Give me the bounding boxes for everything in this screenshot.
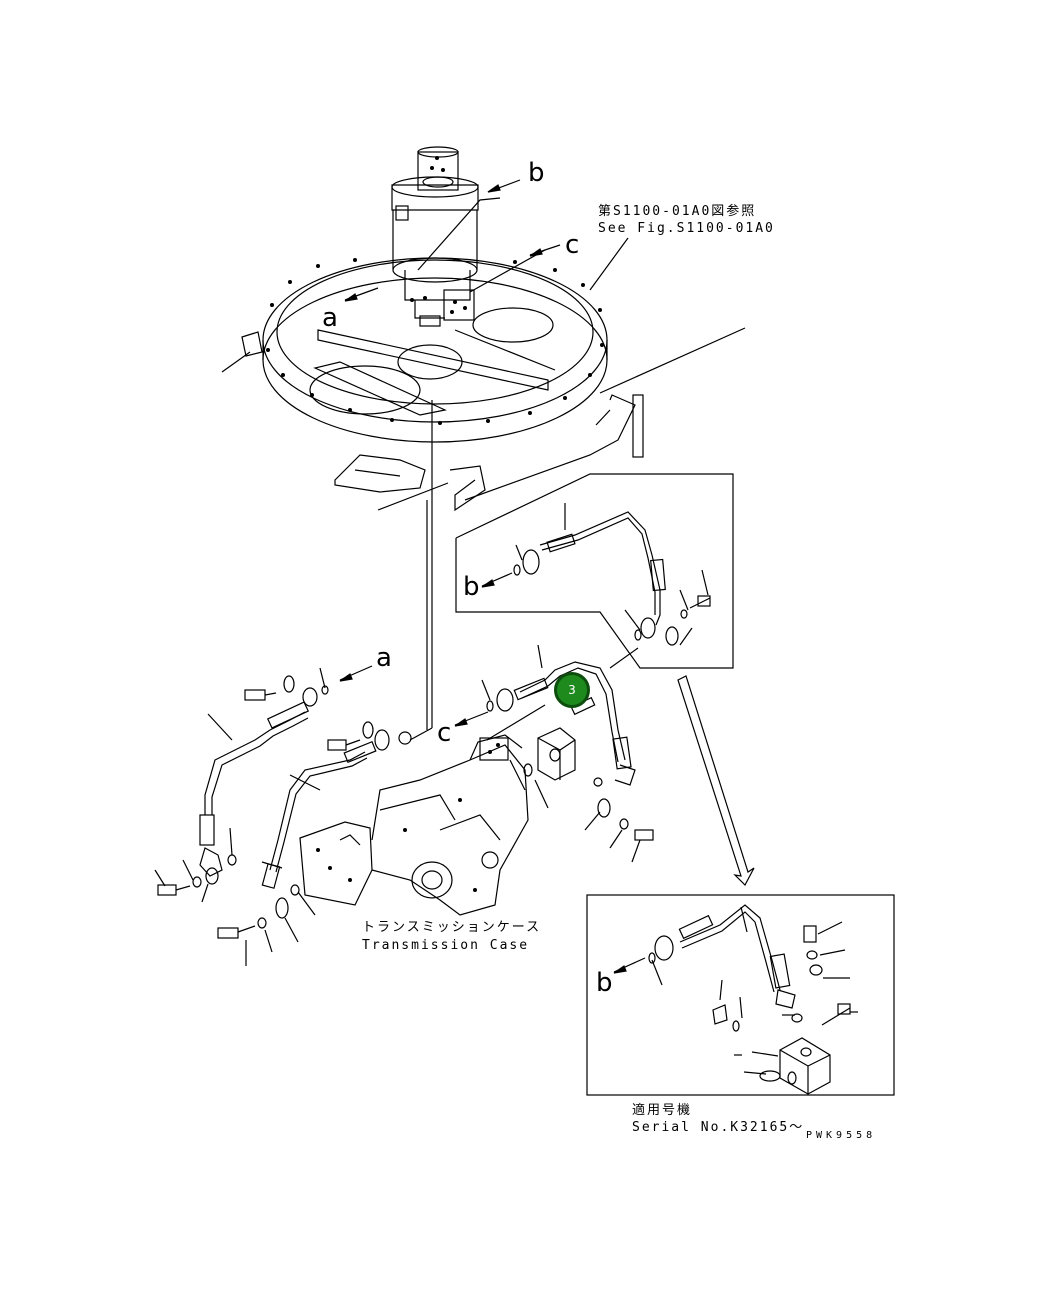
ring-brackets xyxy=(334,327,746,512)
turntable-ring xyxy=(221,257,608,443)
valve-block xyxy=(486,696,603,809)
serial-en: Serial No.K32165～ xyxy=(632,1120,805,1135)
detail-box-2 xyxy=(586,894,895,1096)
arrow-label-a-mid: a xyxy=(376,643,392,673)
small-hardware xyxy=(154,798,654,966)
ref-note-en: See Fig.S1100-01A0 xyxy=(598,221,775,236)
hose-middle xyxy=(261,721,412,889)
transmission-case-en: Transmission Case xyxy=(362,938,530,953)
swivel-joint xyxy=(391,146,479,327)
hose-right xyxy=(481,644,636,786)
callout-marker-3[interactable]: 3 xyxy=(554,672,590,708)
arrow-label-b-top: b xyxy=(528,158,545,188)
leader-lines xyxy=(409,400,433,741)
transmission-case xyxy=(299,734,529,916)
arrow-label-c-top: c xyxy=(565,230,580,260)
pointer-arrow xyxy=(677,675,755,886)
arrow-label-b-detail2: b xyxy=(596,968,613,998)
serial-ja: 適用号機 xyxy=(632,1103,693,1118)
drawing-code: PWK9558 xyxy=(806,1130,877,1141)
top-arrows xyxy=(344,179,629,302)
mid-arrows xyxy=(339,665,489,727)
hose-left xyxy=(199,667,329,877)
transmission-case-ja: トランスミッションケース xyxy=(362,920,542,935)
arrow-label-a-top: a xyxy=(322,303,338,333)
arrow-label-c-mid: c xyxy=(437,718,452,748)
ref-note-ja: 第S1100-01A0図参照 xyxy=(598,204,757,219)
arrow-label-b-detail1: b xyxy=(463,572,480,602)
detail-box-1 xyxy=(455,473,734,669)
